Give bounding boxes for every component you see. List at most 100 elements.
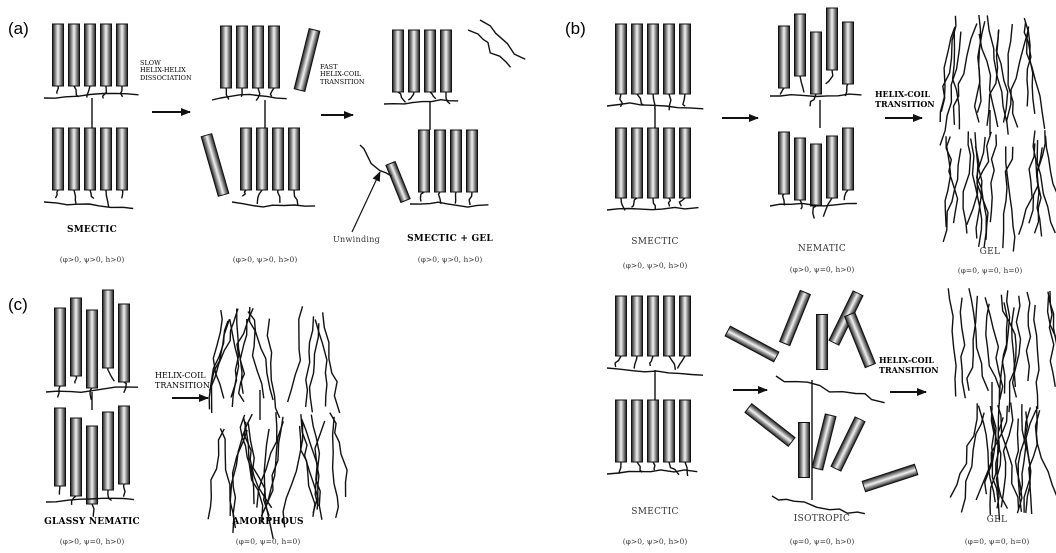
helix-rod [53, 24, 64, 86]
coil-strand [637, 462, 642, 472]
coil-strand [1024, 18, 1034, 114]
state-name-nematic: NEMATIC [798, 245, 846, 254]
helix-rod [119, 304, 130, 382]
helix-rod [862, 464, 918, 491]
helix-rod [71, 298, 82, 376]
coil-strand [677, 356, 685, 369]
helix-rod [393, 30, 404, 92]
coil-strand [607, 207, 699, 210]
helix-rod [779, 26, 790, 88]
coil-strand [226, 88, 229, 100]
helix-rod [616, 24, 627, 94]
coil-strand [977, 15, 981, 113]
state-params: (φ=0, ψ=0, h=0) [958, 267, 1023, 275]
coil-strand [122, 190, 123, 198]
coil-strand [960, 298, 965, 399]
transition-label-c: HELIX-COIL TRANSITION [155, 371, 210, 390]
coil-strand [683, 94, 685, 106]
coil-strand [468, 30, 511, 67]
helix-rod [253, 26, 264, 88]
helix-rod [664, 24, 675, 94]
coil-strand [121, 86, 123, 97]
helix-rod [648, 400, 659, 462]
coil-strand [1026, 292, 1030, 381]
helix-rod [648, 128, 659, 198]
helix-rod [632, 296, 643, 356]
coil-strand [1003, 147, 1013, 248]
coil-strand [398, 92, 406, 102]
coil-strand [650, 356, 653, 366]
coil-strand [615, 356, 621, 367]
helix-rod [273, 128, 284, 190]
coil-strand [430, 92, 436, 99]
helix-rod [812, 414, 836, 470]
helix-rod [811, 32, 822, 94]
state-params: (φ>0, ψ>0, h>0) [623, 262, 688, 270]
coil-strand [44, 93, 139, 98]
coil-strand [954, 23, 977, 124]
state-params: (φ>0, ψ>0, h>0) [233, 256, 298, 264]
helix-rod [101, 128, 112, 190]
helix-rod [616, 400, 627, 462]
transition-label-b-top: HELIX-COIL TRANSITION [875, 90, 935, 109]
panel-label-b: (b) [565, 20, 586, 37]
coil-strand [653, 198, 655, 210]
helix-rod [85, 24, 96, 86]
coil-strand [1034, 305, 1039, 409]
helix-rod [843, 128, 854, 190]
coil-strand [241, 88, 242, 97]
coil-strand [679, 198, 685, 206]
coil-strand [669, 198, 671, 206]
state-params: (φ>0, ψ>0, h>0) [418, 256, 483, 264]
state-name-smectic: SMECTIC [67, 226, 117, 235]
coil-strand [59, 486, 60, 495]
helix-rod [616, 296, 627, 356]
helix-rod [843, 22, 854, 84]
helix-rod [441, 30, 452, 92]
state-name-isotropic: ISOTROPIC [794, 515, 850, 524]
panel-label-a: (a) [8, 20, 29, 37]
coil-strand [469, 192, 472, 205]
coil-strand [283, 422, 303, 527]
helix-rod [827, 136, 838, 198]
panel-label-c: (c) [8, 296, 28, 313]
state-name-gel: GEL [980, 248, 1001, 257]
state-name-amorphous: AMORPHOUS [232, 518, 304, 527]
helix-rod [419, 130, 430, 192]
helix-rod [664, 296, 675, 356]
helix-rod [632, 400, 643, 462]
helix-rod [294, 29, 320, 92]
unwinding-arrow [352, 172, 380, 232]
coil-strand [823, 198, 832, 217]
helix-rod [55, 308, 66, 386]
helix-rod [648, 296, 659, 356]
helix-rod [845, 312, 876, 367]
coil-strand [634, 356, 637, 369]
state-name-smectic: SMECTIC [631, 508, 678, 517]
coil-strand [108, 368, 115, 381]
coil-strand [990, 134, 996, 222]
coil-strand [446, 92, 450, 104]
state-name-gel: GEL [987, 516, 1008, 525]
coil-strand [410, 202, 489, 207]
coil-strand [75, 376, 77, 383]
coil-strand [209, 309, 238, 391]
coil-strand [56, 190, 59, 198]
coil-strand [669, 462, 679, 475]
coil-strand [800, 76, 804, 93]
helix-rod [241, 128, 252, 190]
coil-strand [653, 462, 655, 470]
coil-strand [74, 190, 76, 204]
coil-strand [257, 190, 262, 204]
coil-strand [74, 86, 79, 97]
helix-rod [269, 26, 280, 88]
helix-rod [831, 417, 865, 471]
helix-rod [680, 24, 691, 94]
coil-strand [267, 319, 279, 418]
coil-strand [288, 306, 303, 402]
coil-strand [632, 198, 638, 207]
state-params: (φ>0, ψ>0, h>0) [623, 538, 688, 546]
coil-strand [212, 94, 287, 100]
transition-label-a1: SLOW HELIX-HELIX DISSOCIATION [140, 60, 192, 82]
